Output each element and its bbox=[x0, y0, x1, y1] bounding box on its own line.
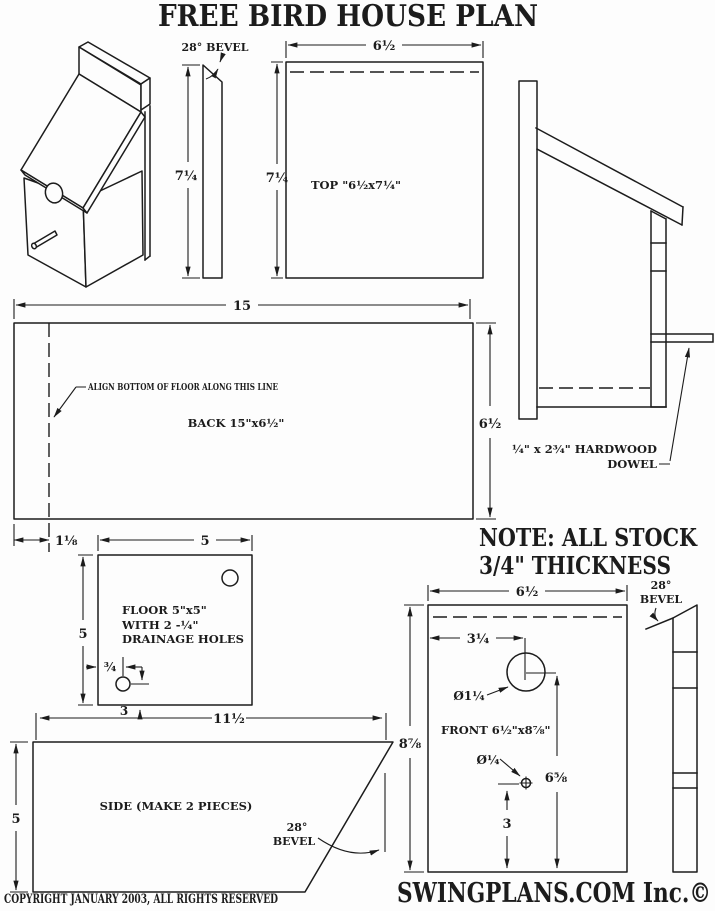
side-height-dim: 5 bbox=[11, 812, 20, 827]
side-bevel-arc bbox=[317, 837, 380, 856]
assembly-side-view: ¼" x 2¾" HARDWOOD DOWEL bbox=[512, 80, 714, 471]
dowel-note-line1: ¼" x 2¾" HARDWOOD bbox=[512, 442, 657, 456]
stock-note: NOTE: ALL STOCK 3/4" THICKNESS bbox=[479, 523, 698, 580]
front-edge-outline bbox=[672, 604, 698, 873]
front-width-dim: 6½ bbox=[516, 585, 539, 600]
perch-dia-label: Ø¼ bbox=[477, 753, 500, 767]
top-piece-label: TOP "6½x7¼" bbox=[311, 178, 401, 192]
perch-y-dim: 3 bbox=[502, 817, 511, 832]
note-line1: NOTE: ALL STOCK bbox=[479, 523, 698, 552]
hole-dia-label: Ø1¼ bbox=[453, 689, 485, 703]
perch-dia-leader bbox=[499, 758, 521, 777]
front-board-hole-lines bbox=[650, 242, 667, 272]
front-width-ext-lines bbox=[427, 585, 628, 601]
roof-profile bbox=[534, 126, 685, 227]
side-height-ext-lines bbox=[10, 741, 28, 893]
roof-edge-view: 28° BEVEL 7¼ bbox=[175, 41, 249, 279]
back-height-dim: 6½ bbox=[479, 417, 502, 432]
top-piece-view: 6½ 7¼ TOP "6½x7¼" bbox=[266, 39, 484, 279]
page-title: FREE BIRD HOUSE PLAN bbox=[158, 0, 538, 34]
back-piece-label: BACK 15"x6½" bbox=[188, 416, 285, 430]
floor-height-dim: 5 bbox=[78, 627, 87, 642]
perch-dowel-profile bbox=[650, 333, 714, 343]
roof-edge-outline bbox=[202, 64, 223, 279]
roof-bevel-angle-arrow bbox=[205, 68, 219, 80]
front-edge-bevel-ext bbox=[645, 617, 674, 630]
roof-edge-height-dim: 7¼ bbox=[175, 169, 198, 184]
dowel-note-line2: DOWEL bbox=[607, 457, 657, 471]
align-note-text: ALIGN BOTTOM OF FLOOR ALONG THIS LINE bbox=[87, 383, 278, 393]
floor-label-line3: DRAINAGE HOLES bbox=[122, 632, 244, 646]
dowel-leader bbox=[659, 348, 689, 465]
floor-width-dim: 5 bbox=[200, 534, 209, 549]
back-inset-dim: 1⅛ bbox=[55, 534, 78, 549]
back-width-dim: 15 bbox=[233, 299, 251, 314]
box-right-face bbox=[82, 170, 144, 288]
front-edge-hole-lines bbox=[672, 651, 698, 789]
side-width-dim: 11½ bbox=[213, 712, 245, 727]
footer: COPYRIGHT JANUARY 2003, ALL RIGHTS RESER… bbox=[4, 878, 711, 909]
back-plank-edge-lines bbox=[143, 105, 152, 262]
perch-dowel-end bbox=[30, 242, 38, 250]
back-plank-right-face bbox=[140, 77, 151, 111]
front-bevel-deg: 28° bbox=[651, 579, 672, 592]
roof-bevel-label: 28° BEVEL bbox=[182, 41, 249, 54]
back-piece-view: 15 6½ ALIGN BOTTOM OF FLOOR ALONG THIS L… bbox=[13, 299, 502, 552]
hole-y-dim: 6⅝ bbox=[545, 771, 568, 786]
top-piece-outline bbox=[285, 61, 484, 279]
front-bevel-word: BEVEL bbox=[640, 593, 683, 606]
floor-label-line2: WITH 2 -¼" bbox=[121, 618, 199, 632]
hole-offset-ref-lines bbox=[122, 657, 149, 685]
position-ext-lines bbox=[35, 713, 387, 740]
floor-position-dim: 3 11½ bbox=[35, 704, 387, 740]
isometric-view bbox=[20, 41, 152, 288]
top-height-dim: 7¼ bbox=[266, 171, 289, 186]
hole-position-dim: 3 bbox=[120, 704, 128, 718]
front-piece-view: 6½ 8⅞ 3¼ Ø1¼ FRONT 6½"x8⅞" Ø¼ 6⅝ 3 bbox=[399, 585, 628, 873]
drainage-hole-top-right bbox=[221, 569, 239, 587]
front-edge-view: 28° BEVEL bbox=[640, 579, 698, 873]
front-board-profile bbox=[649, 209, 668, 408]
drainage-hole-bottom-left bbox=[115, 676, 131, 692]
front-height-dim: 8⅞ bbox=[399, 737, 422, 752]
hole-dia-leader bbox=[486, 686, 509, 696]
floor-piece-outline bbox=[97, 554, 253, 706]
roof-edge-ext-lines bbox=[182, 64, 200, 279]
top-width-dim: 6½ bbox=[373, 39, 396, 54]
roof-right-face bbox=[82, 111, 146, 214]
brand-text: SWINGPLANS.COM Inc.© bbox=[397, 878, 711, 909]
side-piece-outline bbox=[32, 741, 394, 893]
hole-offset-dim: ¾ bbox=[104, 660, 117, 674]
top-width-ext-lines bbox=[285, 41, 484, 58]
top-height-ext-lines bbox=[271, 61, 283, 279]
front-height-ext-lines bbox=[404, 604, 424, 873]
floor-width-ext-lines bbox=[97, 535, 253, 551]
side-piece-view: 5 SIDE (MAKE 2 PIECES) 28° BEVEL bbox=[10, 741, 394, 893]
entrance-hole-iso bbox=[44, 182, 64, 204]
front-piece-label: FRONT 6½"x8⅞" bbox=[441, 723, 551, 737]
note-line2: 3/4" THICKNESS bbox=[479, 551, 671, 580]
back-width-ext-lines bbox=[13, 299, 471, 319]
front-piece-outline bbox=[427, 604, 628, 873]
hole-x-dim: 3¼ bbox=[467, 632, 490, 647]
roof-bevel-leader bbox=[219, 52, 226, 63]
align-note-leader bbox=[54, 386, 86, 417]
back-piece-outline bbox=[13, 322, 474, 520]
front-bevel-leader bbox=[649, 607, 659, 622]
side-bevel-word: BEVEL bbox=[273, 835, 316, 848]
copyright-text: COPYRIGHT JANUARY 2003, ALL RIGHTS RESER… bbox=[4, 892, 278, 907]
back-board-profile bbox=[518, 80, 538, 420]
side-piece-label: SIDE (MAKE 2 PIECES) bbox=[100, 799, 253, 813]
floor-label-line1: FLOOR 5"x5" bbox=[122, 603, 207, 617]
perch-hole-cross bbox=[519, 776, 533, 790]
entrance-hole bbox=[506, 652, 546, 692]
side-bevel-deg: 28° bbox=[287, 821, 308, 834]
back-height-ext-lines bbox=[476, 322, 496, 520]
floor-height-ext-lines bbox=[78, 554, 93, 706]
hole-centerlines bbox=[524, 638, 556, 680]
floor-piece-view: 5 5 FLOOR 5"x5" WITH 2 -¼" DRAINAGE HOLE… bbox=[78, 534, 253, 706]
